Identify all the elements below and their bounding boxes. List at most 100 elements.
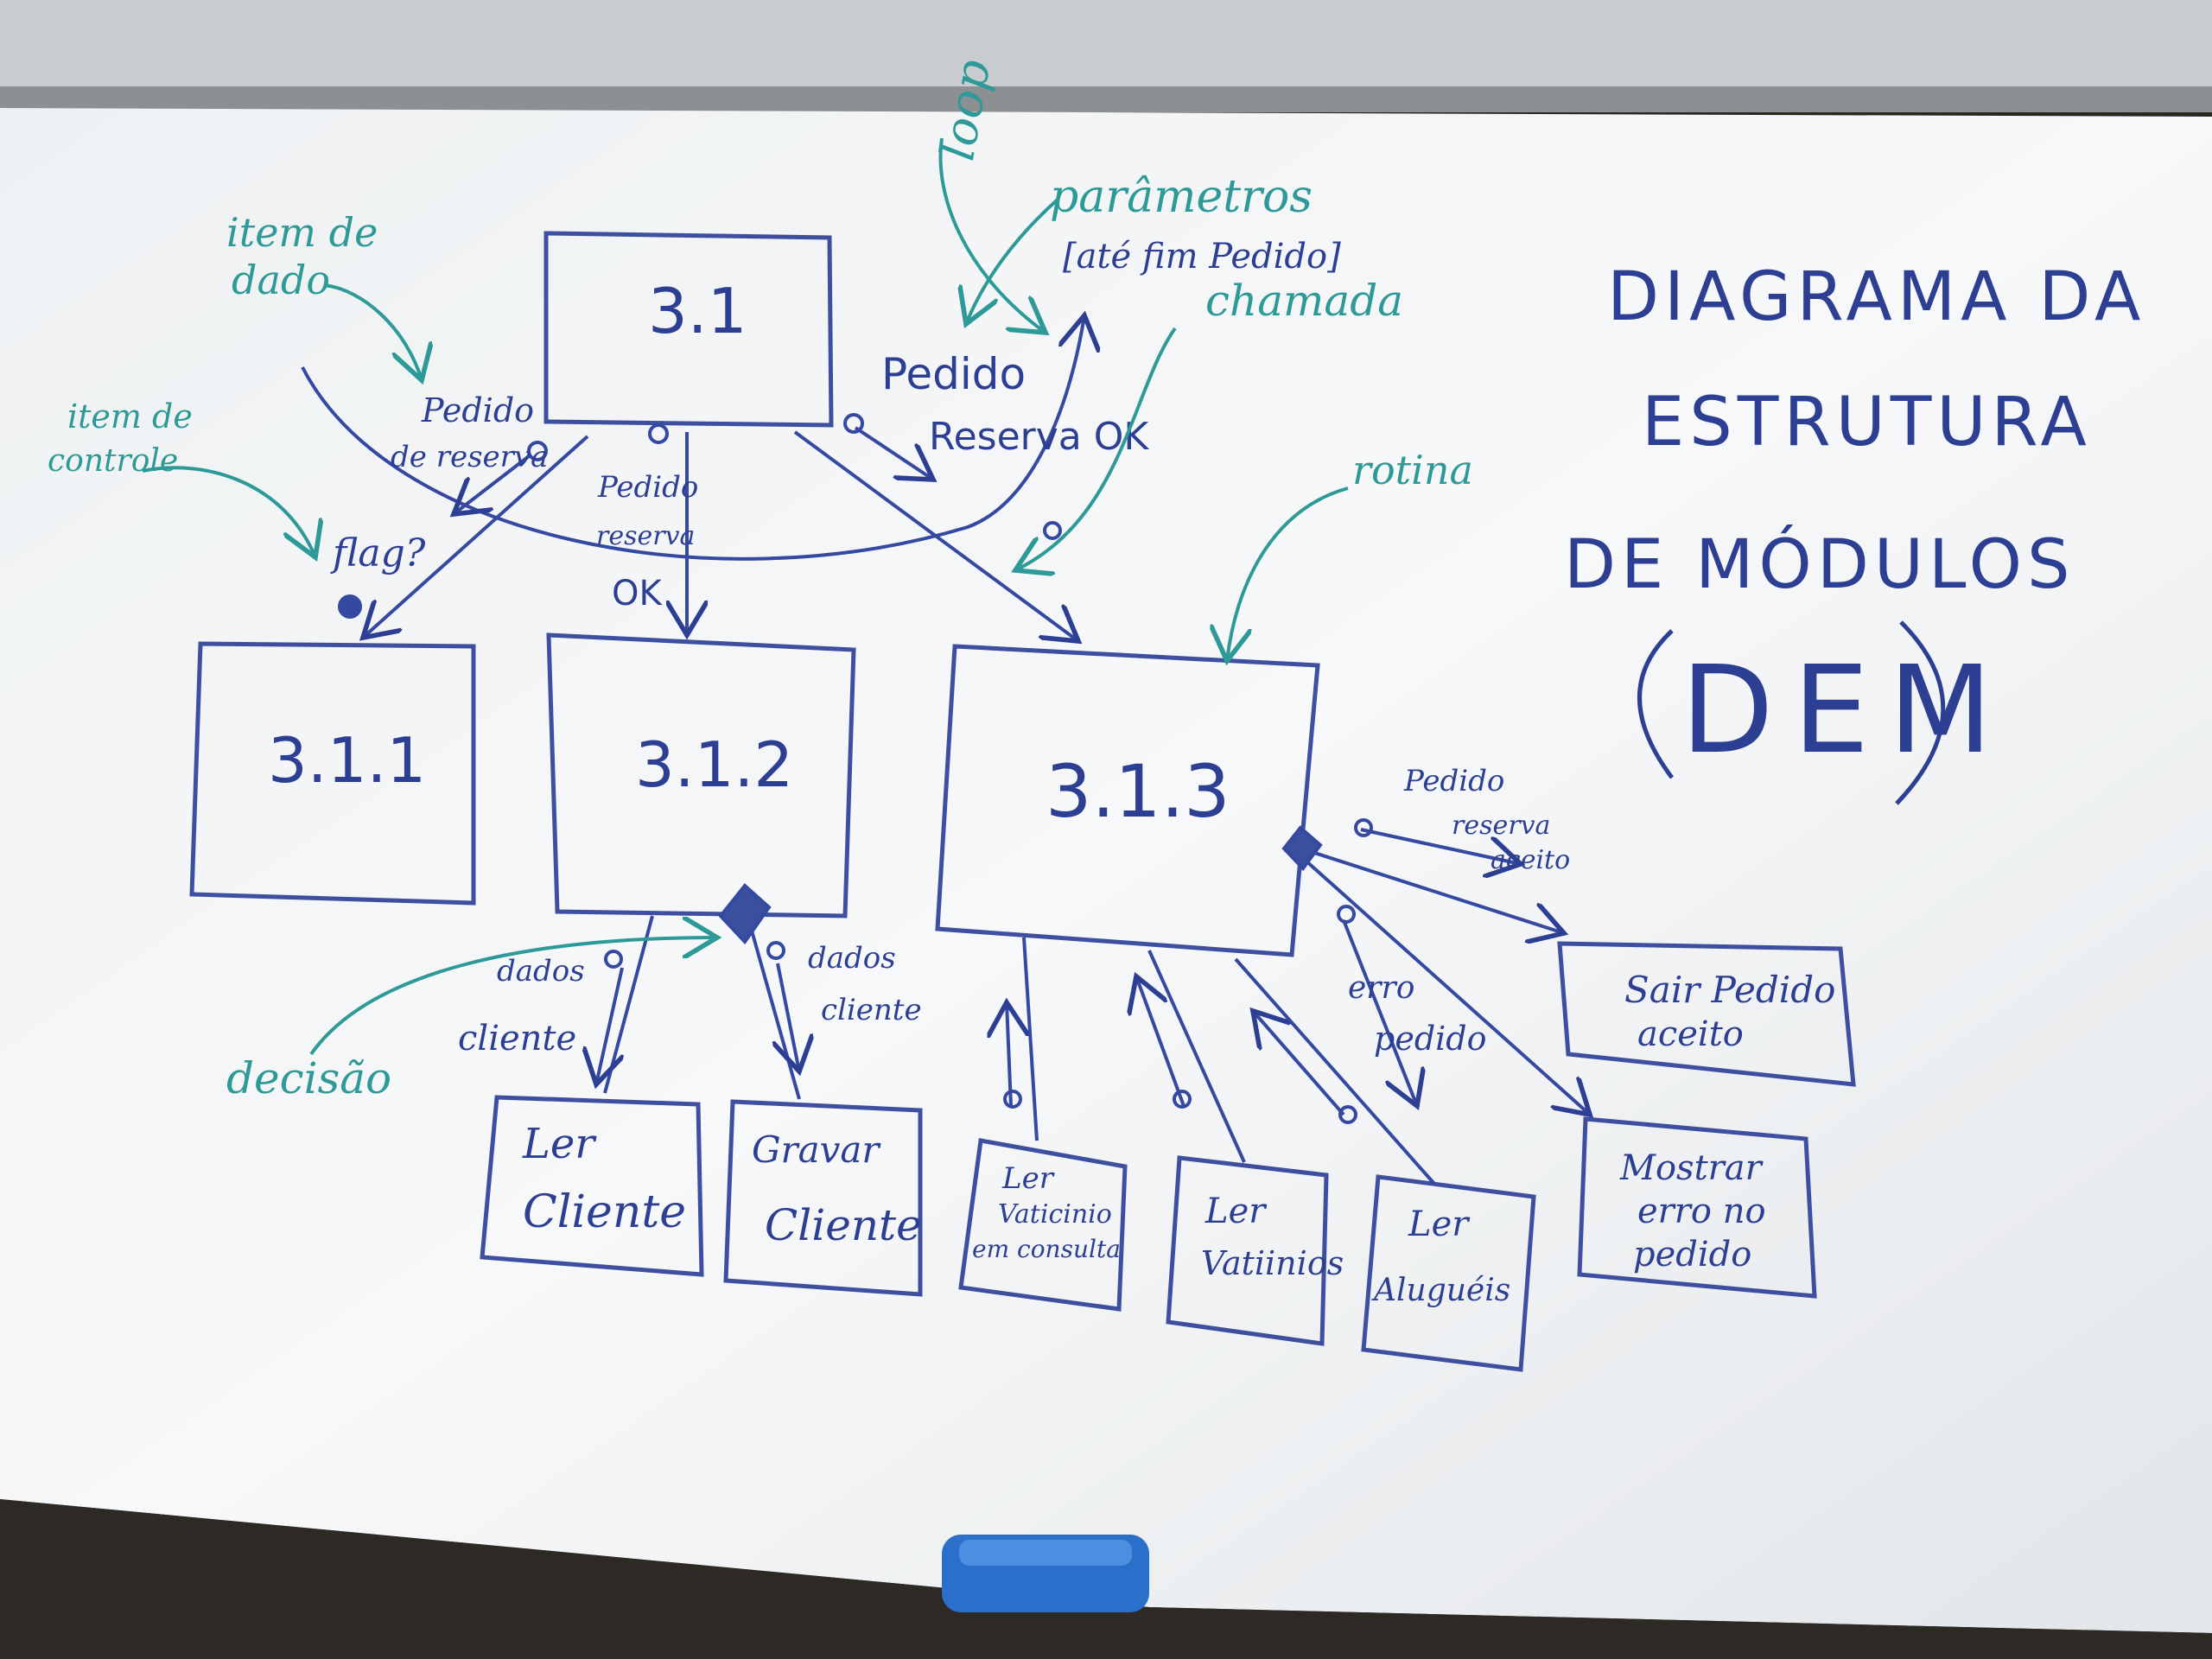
annotation-arrows xyxy=(142,137,1349,1056)
flow-pedido-reserva-2: de reserva xyxy=(391,440,548,474)
annotation-chamada: chamada xyxy=(1205,276,1403,326)
sair-pedido-line-1: Sair Pedido xyxy=(1624,969,1835,1011)
flow-pedido-aceito-1: Pedido xyxy=(1403,764,1504,798)
flow-pedido-reserva-1: Pedido xyxy=(421,391,534,429)
diagram-title: DIAGRAMA DA ESTRUTURA DE MÓDULOS DEM xyxy=(1564,258,2145,805)
arrow-chamada xyxy=(1015,327,1177,570)
paren-right xyxy=(1895,620,1946,805)
data-couple-circle xyxy=(604,950,623,969)
title-abbrev: DEM xyxy=(1681,640,2012,781)
flow-flag: flag? xyxy=(330,531,426,575)
flow-pedido-reserva-ok xyxy=(854,426,933,480)
flow-reserva-ok-mid-2: reserva xyxy=(596,521,695,551)
flow-dados-cliente-left-2: cliente xyxy=(458,1019,576,1058)
flow-erro-pedido xyxy=(1342,919,1417,1106)
flow-markers xyxy=(338,413,1373,1124)
decision-diamond xyxy=(1281,825,1323,872)
module-3-1-1-label: 3.1.1 xyxy=(268,724,426,797)
call-3-1-3-to-sair-pedido xyxy=(1308,849,1564,933)
module-gravar-cliente[interactable]: Gravar Cliente xyxy=(723,1099,923,1297)
flow-up-ler-vaticinios xyxy=(1136,976,1185,1107)
flow-pedido-aceito-2: reserva xyxy=(1452,810,1550,841)
flow-reserva-ok-mid-3: OK xyxy=(612,574,663,613)
annotation-item-dado-1: item de xyxy=(226,209,378,256)
module-3-1-label: 3.1 xyxy=(648,275,747,347)
frame-top xyxy=(0,86,2212,112)
ler-cliente-line-1: Ler xyxy=(522,1120,597,1168)
module-3-1-2[interactable]: 3.1.2 xyxy=(546,632,856,918)
flow-up-ler-vaticinio xyxy=(1007,1002,1011,1107)
annotation-item-controle-1: item de xyxy=(67,397,193,435)
data-couple-circle xyxy=(527,441,548,461)
data-couple-circle xyxy=(1354,818,1373,837)
flow-dados-cliente-right xyxy=(778,963,799,1071)
flow-erro-pedido-2: pedido xyxy=(1374,1020,1487,1058)
flow-erro-pedido-1: erro xyxy=(1348,970,1414,1006)
marker-tray xyxy=(0,1499,2212,1659)
module-sair-pedido-aceito[interactable]: Sair Pedido aceito xyxy=(1557,941,1856,1087)
module-3-1-2-label: 3.1.2 xyxy=(635,728,793,801)
whiteboard-surface xyxy=(0,108,2212,1633)
gravar-cliente-line-2: Cliente xyxy=(765,1200,922,1250)
arrow-loop xyxy=(938,137,1046,333)
flow-pedido-aceito-3: aceito xyxy=(1491,845,1570,875)
flow-labels: Pedido de reserva Pedido reserva OK Pedi… xyxy=(330,349,1570,1058)
ler-cliente-line-2: Cliente xyxy=(523,1186,686,1238)
module-mostrar-erro[interactable]: Mostrar erro no pedido xyxy=(1577,1116,1817,1299)
ler-alugueis-line-2: Aluguéis xyxy=(1371,1273,1510,1308)
arrow-decisao xyxy=(309,938,717,1056)
arrow-parametros xyxy=(966,197,1060,324)
data-couple-circle xyxy=(766,941,785,960)
module-3-1-1[interactable]: 3.1.1 xyxy=(189,641,476,906)
ler-alugueis-line-1: Ler xyxy=(1408,1205,1471,1244)
data-couple-circle xyxy=(1003,1090,1022,1109)
module-ler-cliente[interactable]: Ler Cliente xyxy=(480,1095,704,1277)
flow-pedido-reserva xyxy=(454,454,531,514)
flow-dados-cliente-right-1: dados xyxy=(808,941,896,976)
module-3-1-3-label: 3.1.3 xyxy=(1046,749,1230,834)
annotation-rotina: rotina xyxy=(1352,447,1473,493)
flow-reserva-ok-mid-1: Pedido xyxy=(597,470,698,505)
paren-left xyxy=(1637,629,1675,779)
arrow-item-dado xyxy=(323,283,422,380)
control-couple-circle xyxy=(338,594,362,619)
module-3-1-3[interactable]: 3.1.3 xyxy=(935,644,1320,957)
ler-vaticinio-line-3: em consulta xyxy=(972,1235,1121,1263)
arrow-rotina xyxy=(1227,486,1349,661)
mostrar-erro-line-2: erro no xyxy=(1637,1192,1766,1231)
ler-vaticinios-line-1: Ler xyxy=(1205,1192,1268,1231)
call-3-1-3-to-ler-alugueis xyxy=(1234,957,1436,1185)
module-ler-alugueis[interactable]: Ler Aluguéis xyxy=(1361,1174,1536,1372)
module-3-1[interactable]: 3.1 xyxy=(543,231,834,428)
module-ler-vaticinios[interactable]: Ler Vatiinios xyxy=(1166,1155,1344,1346)
annotation-decisao: decisão xyxy=(226,1053,391,1103)
annotation-item-controle-2: controle xyxy=(48,443,178,479)
ler-vaticinio-line-1: Ler xyxy=(1001,1161,1055,1196)
flow-reserva-ok-right-2: Reserva OK xyxy=(929,415,1149,459)
annotation-item-dado-2: dado xyxy=(232,257,330,303)
flow-up-ler-alugueis xyxy=(1253,1011,1345,1116)
flow-pedido-aceito xyxy=(1360,828,1521,864)
sair-pedido-line-2: aceito xyxy=(1637,1014,1744,1054)
title-line-2: ESTRUTURA xyxy=(1642,384,2092,461)
ler-vaticinio-line-2: Vaticinio xyxy=(998,1199,1112,1230)
module-ler-vaticinio-consulta[interactable]: Ler Vaticinio em consulta xyxy=(958,1138,1128,1312)
annotation-labels: loop parâmetros [até fim Pedido] chamada… xyxy=(48,55,1473,1103)
title-line-1: DIAGRAMA DA xyxy=(1607,258,2145,336)
data-couple-circle xyxy=(1337,905,1356,924)
decision-diamond xyxy=(718,883,772,945)
connections xyxy=(301,315,1590,1185)
arrow-item-controle xyxy=(142,466,315,557)
call-3-1-3-to-ler-vaticinio xyxy=(1022,937,1039,1141)
flow-dados-cliente-right-2: cliente xyxy=(821,993,922,1027)
flow-reserva-ok-right-1: Pedido xyxy=(881,349,1026,399)
data-couple-circle xyxy=(1338,1105,1357,1124)
data-couple-circle xyxy=(843,413,864,434)
call-3-1-3-to-mostrar-erro xyxy=(1303,858,1590,1115)
eraser[interactable] xyxy=(942,1535,1149,1612)
annotation-ate-fim-pedido: [até fim Pedido] xyxy=(1063,237,1341,276)
data-couple-circle xyxy=(648,423,669,444)
title-line-3: DE MÓDULOS xyxy=(1564,524,2075,604)
flow-dados-cliente-left xyxy=(596,967,622,1084)
